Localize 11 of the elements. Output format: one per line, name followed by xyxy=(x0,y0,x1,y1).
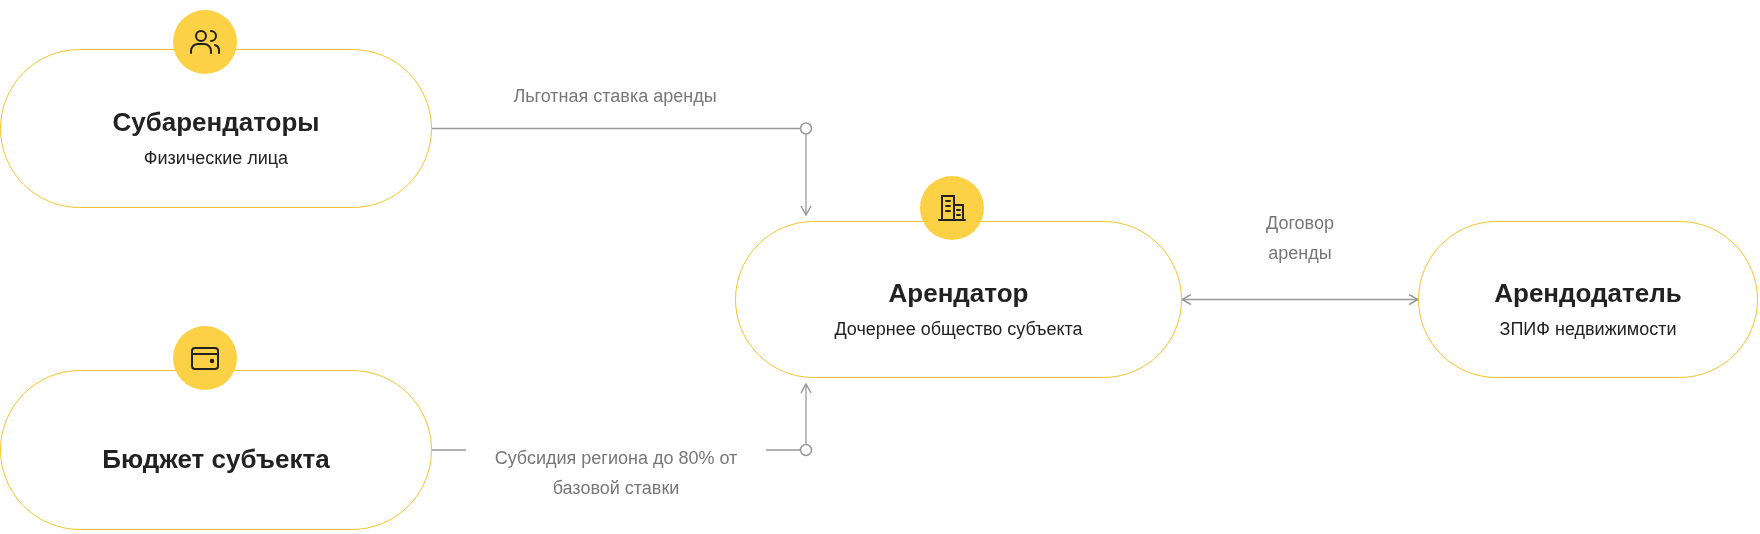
arrow xyxy=(1181,293,1419,306)
node-subtitle: Физические лица xyxy=(143,147,289,169)
node-title: Арендатор xyxy=(888,277,1029,309)
node-title: Бюджет субъекта xyxy=(102,443,330,475)
pill-node xyxy=(0,370,432,530)
node-subtitle: Дочернее общество субъекта xyxy=(834,318,1083,340)
pill-node xyxy=(0,49,432,208)
arrow xyxy=(431,122,813,216)
node-title: Арендодатель xyxy=(1494,277,1682,309)
node-subtitle: ЗПИФ недвижимости xyxy=(1499,318,1677,340)
node-title: Субарендаторы xyxy=(112,106,320,138)
